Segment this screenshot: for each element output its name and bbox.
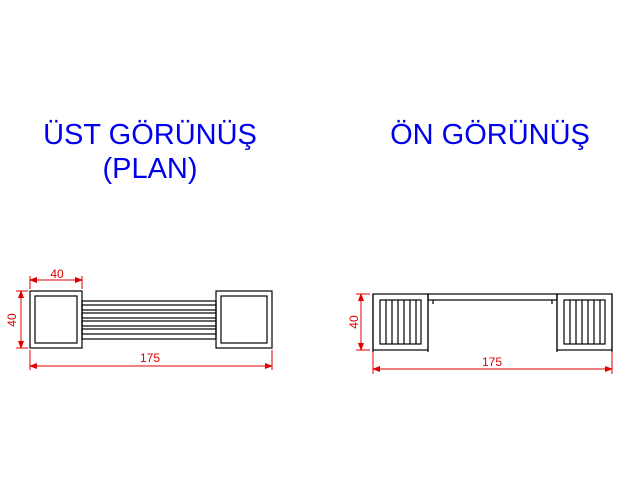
top-view-dimensions (16, 276, 273, 370)
front-view-drawing (372, 293, 613, 352)
right-planter-top (215, 290, 273, 349)
top-view-title: ÜST GÖRÜNÜŞ (43, 119, 257, 151)
bench-slats-top (81, 300, 217, 340)
right-planter-front (556, 293, 613, 352)
top-width-label: 40 (50, 267, 64, 281)
left-planter-top (29, 290, 83, 349)
front-view-dimensions (356, 293, 613, 374)
top-view-subtitle: (PLAN) (102, 153, 198, 185)
bench-seat-front (427, 293, 558, 304)
left-planter-front (372, 293, 429, 352)
top-depth-label: 40 (5, 313, 19, 327)
front-height-label: 40 (347, 315, 361, 329)
front-length-label: 175 (482, 355, 502, 369)
top-length-label: 175 (140, 351, 160, 365)
top-view-drawing (29, 290, 273, 349)
front-view-title: ÖN GÖRÜNÜŞ (390, 119, 590, 151)
